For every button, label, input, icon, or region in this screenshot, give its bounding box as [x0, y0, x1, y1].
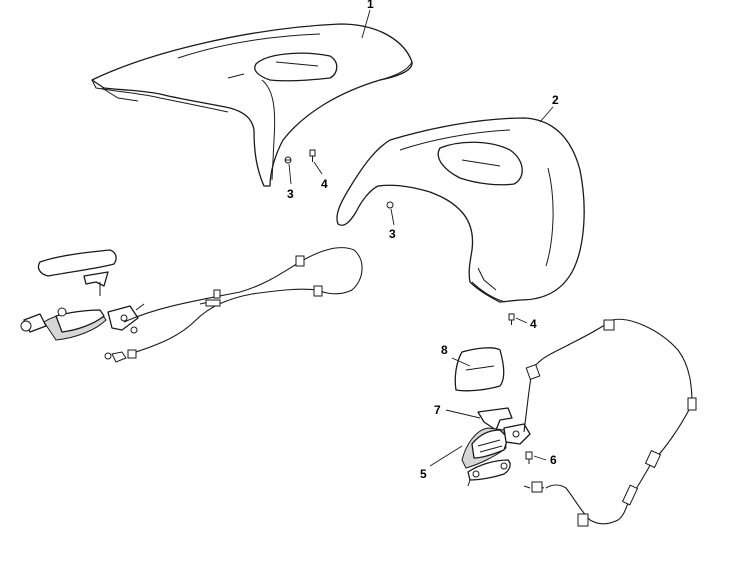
fastener-4-upper [309, 149, 316, 162]
callout-7: 7 [434, 403, 441, 417]
callout-8: 8 [441, 343, 448, 357]
bracket-7 [477, 407, 513, 431]
cover-2 [336, 117, 585, 303]
fastener-6 [525, 451, 533, 464]
callout-1: 1 [367, 0, 374, 11]
callout-6: 6 [550, 453, 557, 467]
cover-1 [91, 23, 413, 187]
fastener-4-lower [508, 313, 515, 325]
callout-2: 2 [552, 93, 559, 107]
right-release-cable [523, 318, 697, 527]
leader-lines [288, 9, 554, 467]
callout-4-upper: 4 [321, 177, 328, 191]
left-latch-assembly [20, 249, 145, 363]
fastener-3-upper [284, 156, 292, 164]
callout-5: 5 [420, 467, 427, 481]
callout-4-lower: 4 [530, 317, 537, 331]
callout-3-lower: 3 [389, 227, 396, 241]
latch-5 [461, 423, 531, 487]
callout-3-upper: 3 [287, 187, 294, 201]
fastener-3-lower [386, 201, 394, 209]
left-release-cable [123, 247, 363, 359]
pad-8 [454, 347, 505, 392]
